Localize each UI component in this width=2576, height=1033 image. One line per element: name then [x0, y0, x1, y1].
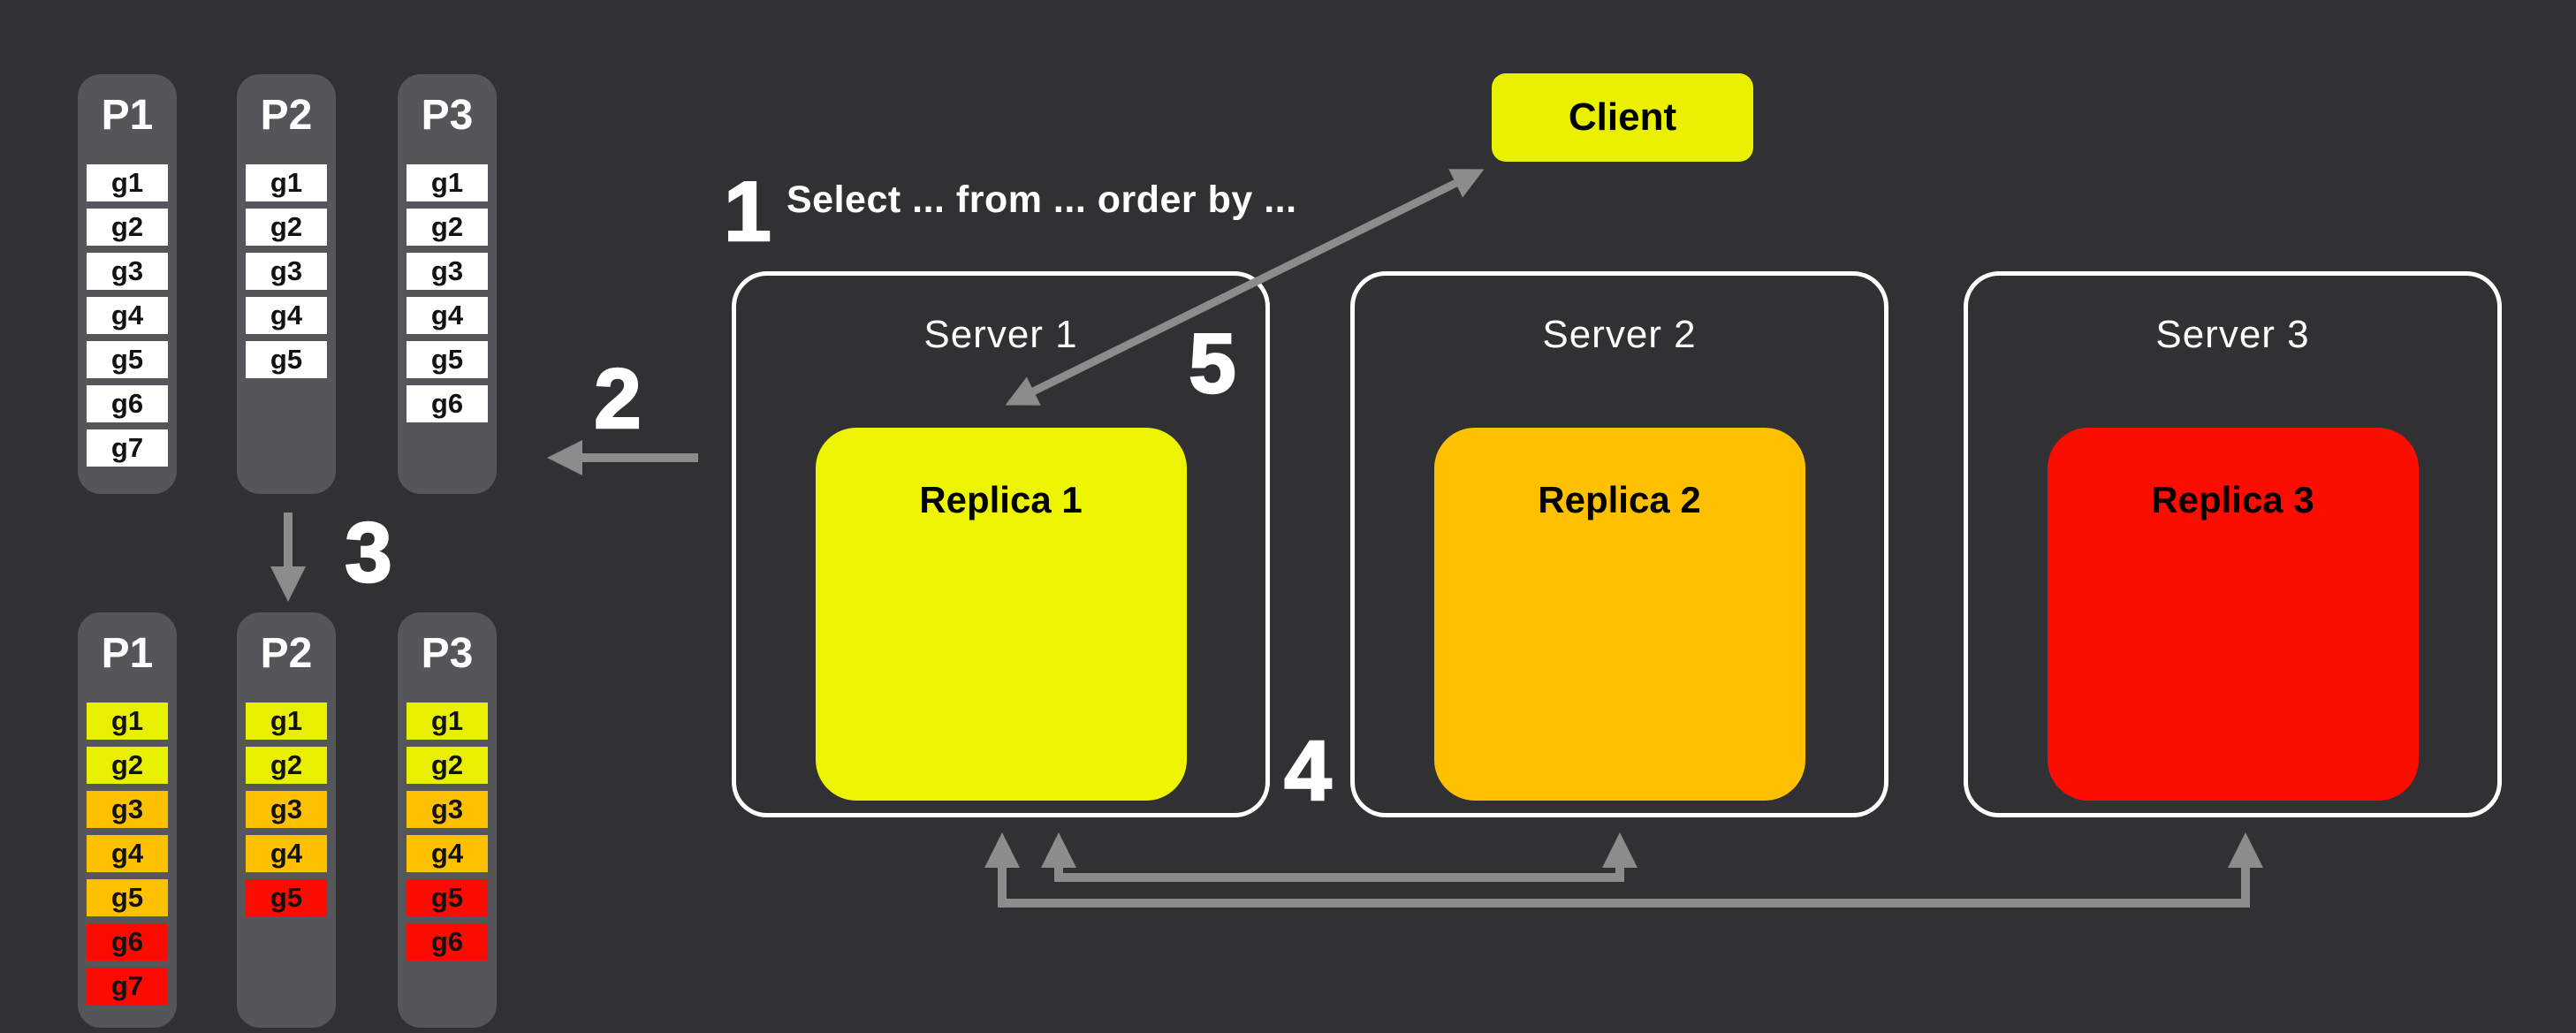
- step-number-3: 3: [344, 505, 393, 600]
- step-number-1: 1: [723, 164, 772, 259]
- partition-item: g3: [407, 791, 488, 828]
- replica-box-1: Replica 1: [815, 428, 1187, 801]
- partition-title: P3: [421, 92, 474, 139]
- partition-item: g5: [87, 879, 168, 916]
- partition-title: P1: [101, 630, 154, 677]
- partition-item: g4: [87, 297, 168, 334]
- partition-before-p1: P1 g1 g2 g3 g4 g5 g6 g7: [78, 74, 177, 494]
- partition-item: g5: [246, 879, 327, 916]
- partition-item: g2: [87, 209, 168, 246]
- partition-title: P3: [421, 630, 474, 677]
- client-box: Client: [1492, 73, 1753, 162]
- bracket-server1-server3: [984, 832, 2263, 908]
- partition-item: g3: [87, 791, 168, 828]
- partition-item: g4: [87, 835, 168, 872]
- partition-item: g5: [407, 879, 488, 916]
- partition-item: g4: [407, 297, 488, 334]
- partition-item: g1: [246, 164, 327, 201]
- replica-box-2: Replica 2: [1433, 428, 1805, 801]
- partition-item: g6: [87, 923, 168, 961]
- partition-item: g3: [246, 791, 327, 828]
- server-box-2: Server 2 Replica 2: [1350, 271, 1888, 817]
- partition-item: g7: [87, 429, 168, 467]
- partition-title: P2: [260, 630, 313, 677]
- partition-before-p2: P2 g1 g2 g3 g4 g5: [237, 74, 336, 494]
- partition-item: g6: [87, 385, 168, 422]
- replica-title: Replica 2: [1538, 479, 1701, 520]
- partition-item: g5: [246, 341, 327, 378]
- partition-item: g2: [246, 209, 327, 246]
- partition-item: g7: [87, 968, 168, 1005]
- partition-item: g3: [246, 253, 327, 290]
- partition-item: g1: [407, 164, 488, 201]
- partition-item: g3: [407, 253, 488, 290]
- partition-item: g3: [87, 253, 168, 290]
- server-box-3: Server 3 Replica 3: [1964, 271, 2502, 817]
- partition-title: P1: [101, 92, 154, 139]
- partition-item: g5: [407, 341, 488, 378]
- partition-item: g1: [407, 703, 488, 740]
- bracket-server1-server2: [1041, 832, 1638, 882]
- partition-item: g2: [246, 747, 327, 784]
- step-number-4: 4: [1283, 724, 1333, 818]
- partition-after-p2: P2 g1 g2 g3 g4 g5: [237, 612, 336, 1028]
- replica-box-3: Replica 3: [2047, 428, 2419, 801]
- server-title: Server 2: [1542, 313, 1697, 356]
- partition-item: g5: [87, 341, 168, 378]
- partition-item: g1: [87, 164, 168, 201]
- server-title: Server 1: [923, 313, 1078, 356]
- step-number-2: 2: [593, 352, 642, 446]
- server-box-1: Server 1 Replica 1: [732, 271, 1270, 817]
- partition-item: g1: [87, 703, 168, 740]
- partition-item: g6: [407, 385, 488, 422]
- partition-item: g2: [87, 747, 168, 784]
- partition-after-p1: P1 g1 g2 g3 g4 g5 g6 g7: [78, 612, 177, 1028]
- replica-title: Replica 3: [2151, 479, 2314, 520]
- partition-item: g1: [246, 703, 327, 740]
- partition-item: g6: [407, 923, 488, 961]
- partition-after-p3: P3 g1 g2 g3 g4 g5 g6: [398, 612, 497, 1028]
- partition-item: g2: [407, 209, 488, 246]
- query-text: Select ... from ... order by ...: [786, 178, 1297, 221]
- partition-item: g4: [246, 835, 327, 872]
- partition-before-p3: P3 g1 g2 g3 g4 g5 g6: [398, 74, 497, 494]
- partition-title: P2: [260, 92, 313, 139]
- partition-item: g2: [407, 747, 488, 784]
- partition-item: g4: [407, 835, 488, 872]
- replica-title: Replica 1: [919, 479, 1083, 520]
- partition-item: g4: [246, 297, 327, 334]
- server-title: Server 3: [2155, 313, 2310, 356]
